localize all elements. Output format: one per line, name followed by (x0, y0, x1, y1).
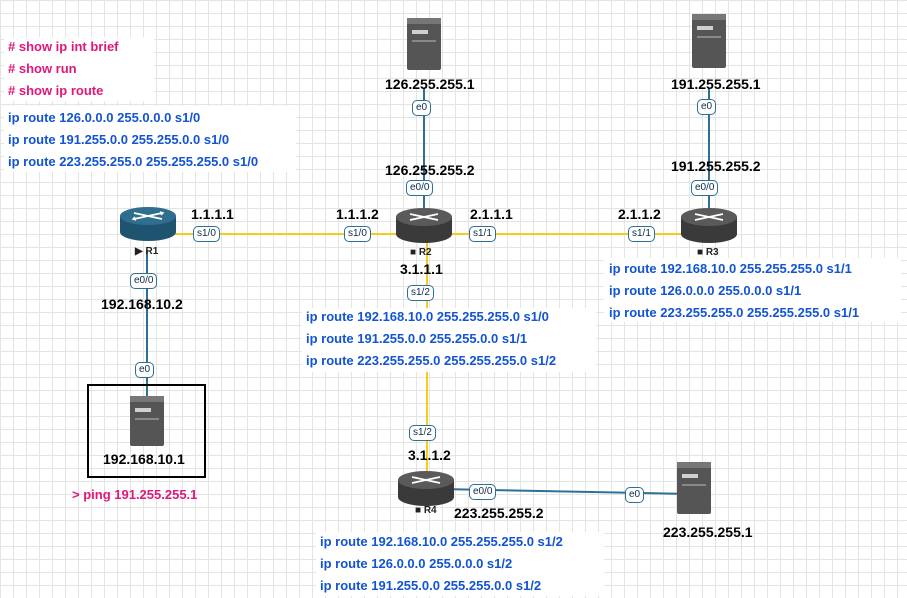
iface-r3-s11[interactable]: s1/1 (628, 226, 655, 242)
r3-route: ip route 223.255.255.0 255.255.255.0 s1/… (609, 305, 860, 320)
iface-srv223-e0[interactable]: e0 (625, 487, 645, 503)
iface-srv191-e0[interactable]: e0 (697, 99, 717, 115)
r1-route: ip route 126.0.0.0 255.0.0.0 s1/0 (8, 110, 201, 125)
command-show-ip-int-brief: # show ip int brief (8, 39, 119, 54)
iface-r1-e00[interactable]: e0/0 (130, 273, 158, 289)
r1-route: ip route 223.255.255.0 255.255.255.0 s1/… (8, 154, 259, 169)
router-r1-label: ▶ R1 (135, 246, 158, 257)
iface-r1-s10[interactable]: s1/0 (193, 226, 220, 242)
ip-server-126: 126.255.255.1 (385, 76, 475, 92)
iface-r2-s11[interactable]: s1/1 (469, 226, 496, 242)
ip-r2-s11: 2.1.1.1 (470, 206, 513, 222)
r2-route: ip route 192.168.10.0 255.255.255.0 s1/0 (306, 309, 549, 324)
command-show-run: # show run (8, 61, 77, 76)
r3-routes-panel (604, 258, 901, 322)
r3-route: ip route 126.0.0.0 255.0.0.0 s1/1 (609, 283, 802, 298)
router-r4-icon[interactable] (398, 471, 454, 506)
r1-start-marker: ▶ (135, 246, 143, 257)
r4-marker: ■ (415, 505, 422, 516)
iface-r2-e00[interactable]: e0/0 (406, 180, 434, 196)
r2-route: ip route 191.255.0.0 255.255.0.0 s1/1 (306, 331, 528, 346)
router-r3-icon[interactable] (681, 208, 737, 243)
router-r1-icon[interactable] (120, 207, 176, 241)
router-r2-icon[interactable] (396, 208, 452, 243)
ip-r2-s10: 1.1.1.2 (336, 206, 379, 222)
r1-routes-panel (4, 106, 296, 172)
iface-srv126-e0[interactable]: e0 (412, 100, 432, 116)
ping-command: > ping 191.255.255.1 (72, 487, 198, 502)
iface-r2-s12[interactable]: s1/2 (407, 285, 434, 301)
pc-highlight-frame (87, 384, 206, 478)
ip-server-223: 223.255.255.1 (663, 524, 753, 540)
r2-route: ip route 223.255.255.0 255.255.255.0 s1/… (306, 353, 557, 368)
r2-name: R2 (418, 247, 432, 258)
router-r2-label: ■ R2 (410, 247, 432, 258)
ip-r3-e00: 191.255.255.2 (671, 158, 761, 174)
r3-name: R3 (705, 247, 719, 258)
commands-panel (4, 37, 154, 101)
r4-routes-panel (316, 532, 604, 596)
ip-r2-e00: 126.255.255.2 (385, 162, 475, 178)
ip-pc: 192.168.10.1 (103, 451, 185, 467)
router-r3-label: ■ R3 (697, 247, 719, 258)
r3-route: ip route 192.168.10.0 255.255.255.0 s1/1 (609, 261, 852, 276)
ip-r2-s12: 3.1.1.1 (400, 261, 443, 277)
host-pc-icon[interactable] (130, 396, 164, 446)
ip-r4-s12: 3.1.1.2 (408, 447, 451, 463)
ip-r3-s11: 2.1.1.2 (618, 206, 661, 222)
r4-route: ip route 126.0.0.0 255.0.0.0 s1/2 (320, 556, 513, 571)
r3-marker: ■ (697, 247, 704, 258)
server-191-icon[interactable] (692, 14, 726, 68)
iface-r2-s10[interactable]: s1/0 (344, 226, 371, 242)
r4-name: R4 (423, 505, 437, 516)
ip-r1-e00: 192.168.10.2 (101, 296, 183, 312)
r1-route: ip route 191.255.0.0 255.255.0.0 s1/0 (8, 132, 230, 147)
r1-name: R1 (145, 246, 159, 257)
ip-server-191: 191.255.255.1 (671, 76, 761, 92)
ip-r4-e00: 223.255.255.2 (454, 505, 544, 521)
iface-r3-e00[interactable]: e0/0 (691, 180, 719, 196)
server-126-icon[interactable] (407, 18, 441, 70)
ip-r1-s10: 1.1.1.1 (191, 206, 234, 222)
r4-route: ip route 192.168.10.0 255.255.255.0 s1/2 (320, 534, 563, 549)
router-r4-label: ■ R4 (415, 505, 437, 516)
r2-routes-panel (302, 308, 596, 372)
r4-route: ip route 191.255.0.0 255.255.0.0 s1/2 (320, 578, 542, 593)
iface-pc-e0[interactable]: e0 (135, 362, 155, 378)
server-223-icon[interactable] (677, 462, 711, 514)
iface-r4-s12[interactable]: s1/2 (409, 425, 436, 441)
iface-r4-e00[interactable]: e0/0 (469, 484, 497, 500)
command-show-ip-route: # show ip route (8, 83, 104, 98)
r2-marker: ■ (410, 247, 417, 258)
